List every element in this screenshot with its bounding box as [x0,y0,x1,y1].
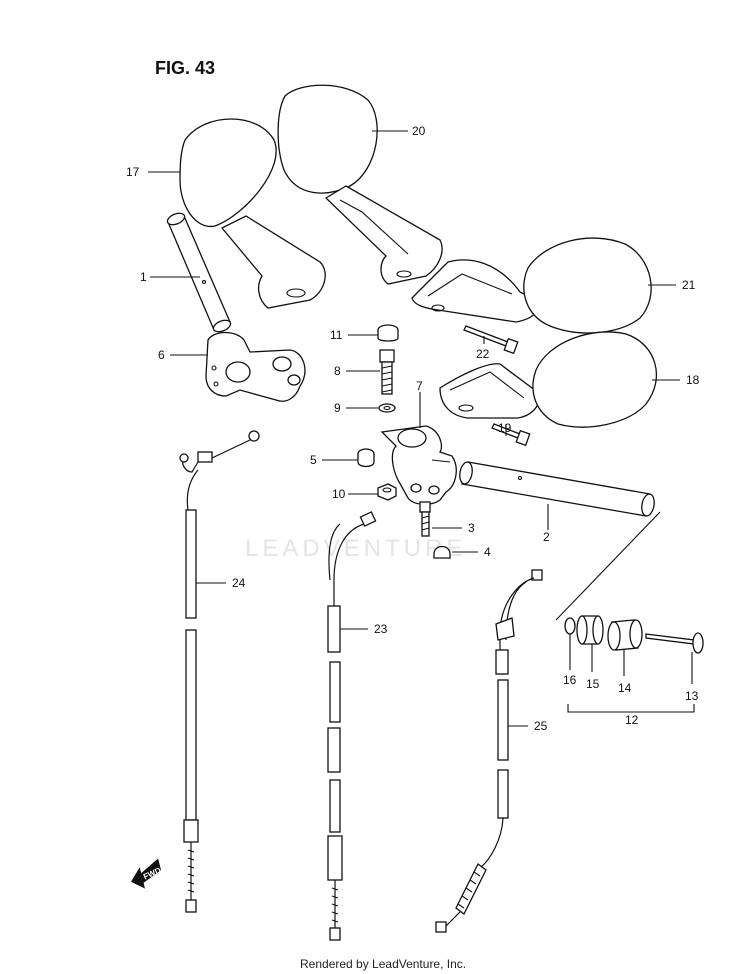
label-15: 15 [586,677,600,691]
label-2: 2 [543,530,550,544]
label-9: 9 [334,401,341,415]
part-4-cap [433,545,451,559]
label-17: 17 [126,165,140,179]
label-14: 14 [618,681,632,695]
label-24: 24 [232,576,246,590]
part-15-weight [576,615,604,645]
label-6: 6 [158,348,165,362]
callouts: 17 20 1 21 6 11 22 8 18 7 9 19 5 [126,124,700,733]
fwd-arrow: FWD [130,858,163,889]
part-13-screw [645,632,704,654]
label-21: 21 [682,278,696,292]
part-22-bolt [463,325,519,355]
label-10: 10 [332,487,346,501]
part-16-washer [564,617,576,635]
label-23: 23 [374,622,388,636]
part-17-left-mirror [179,118,326,309]
part-12-bracket [567,704,695,713]
label-5: 5 [310,453,317,467]
part-3-bolt [419,501,431,537]
label-13: 13 [685,689,699,703]
label-3: 3 [468,521,475,535]
label-8: 8 [334,364,341,378]
figure-title: FIG. 43 [155,58,215,78]
part-21-mirror [411,237,652,334]
label-11: 11 [330,328,343,342]
label-20: 20 [412,124,426,138]
footer-credit: Rendered by LeadVenture, Inc. [300,957,466,971]
part-1-handlebar [166,212,232,333]
part-10-nut [377,483,397,501]
part-6-holder [205,331,306,402]
part-18-mirror [439,331,657,428]
part-23-cable [327,511,377,941]
part-14-weight [607,619,643,651]
watermark: LEADVENTURE [245,535,466,562]
bar-end-leader [555,511,661,621]
fwd-label: FWD [142,866,163,882]
part-7-holder [380,425,457,505]
part-2-handlebar [459,461,655,517]
label-18: 18 [686,373,700,387]
part-20-mirror [277,84,443,285]
part-11-cap [377,324,399,342]
label-16: 16 [563,673,577,687]
part-25-cable [435,569,543,933]
part-5-cap [357,448,375,468]
part-8-bolt [379,349,395,395]
label-12: 12 [625,713,639,727]
label-22: 22 [476,347,490,361]
part-9-washer [378,403,396,413]
part-24-cable [179,430,260,913]
label-7: 7 [416,379,423,393]
label-4: 4 [484,545,491,559]
label-1: 1 [140,270,147,284]
label-19: 19 [498,421,512,435]
label-25: 25 [534,719,548,733]
